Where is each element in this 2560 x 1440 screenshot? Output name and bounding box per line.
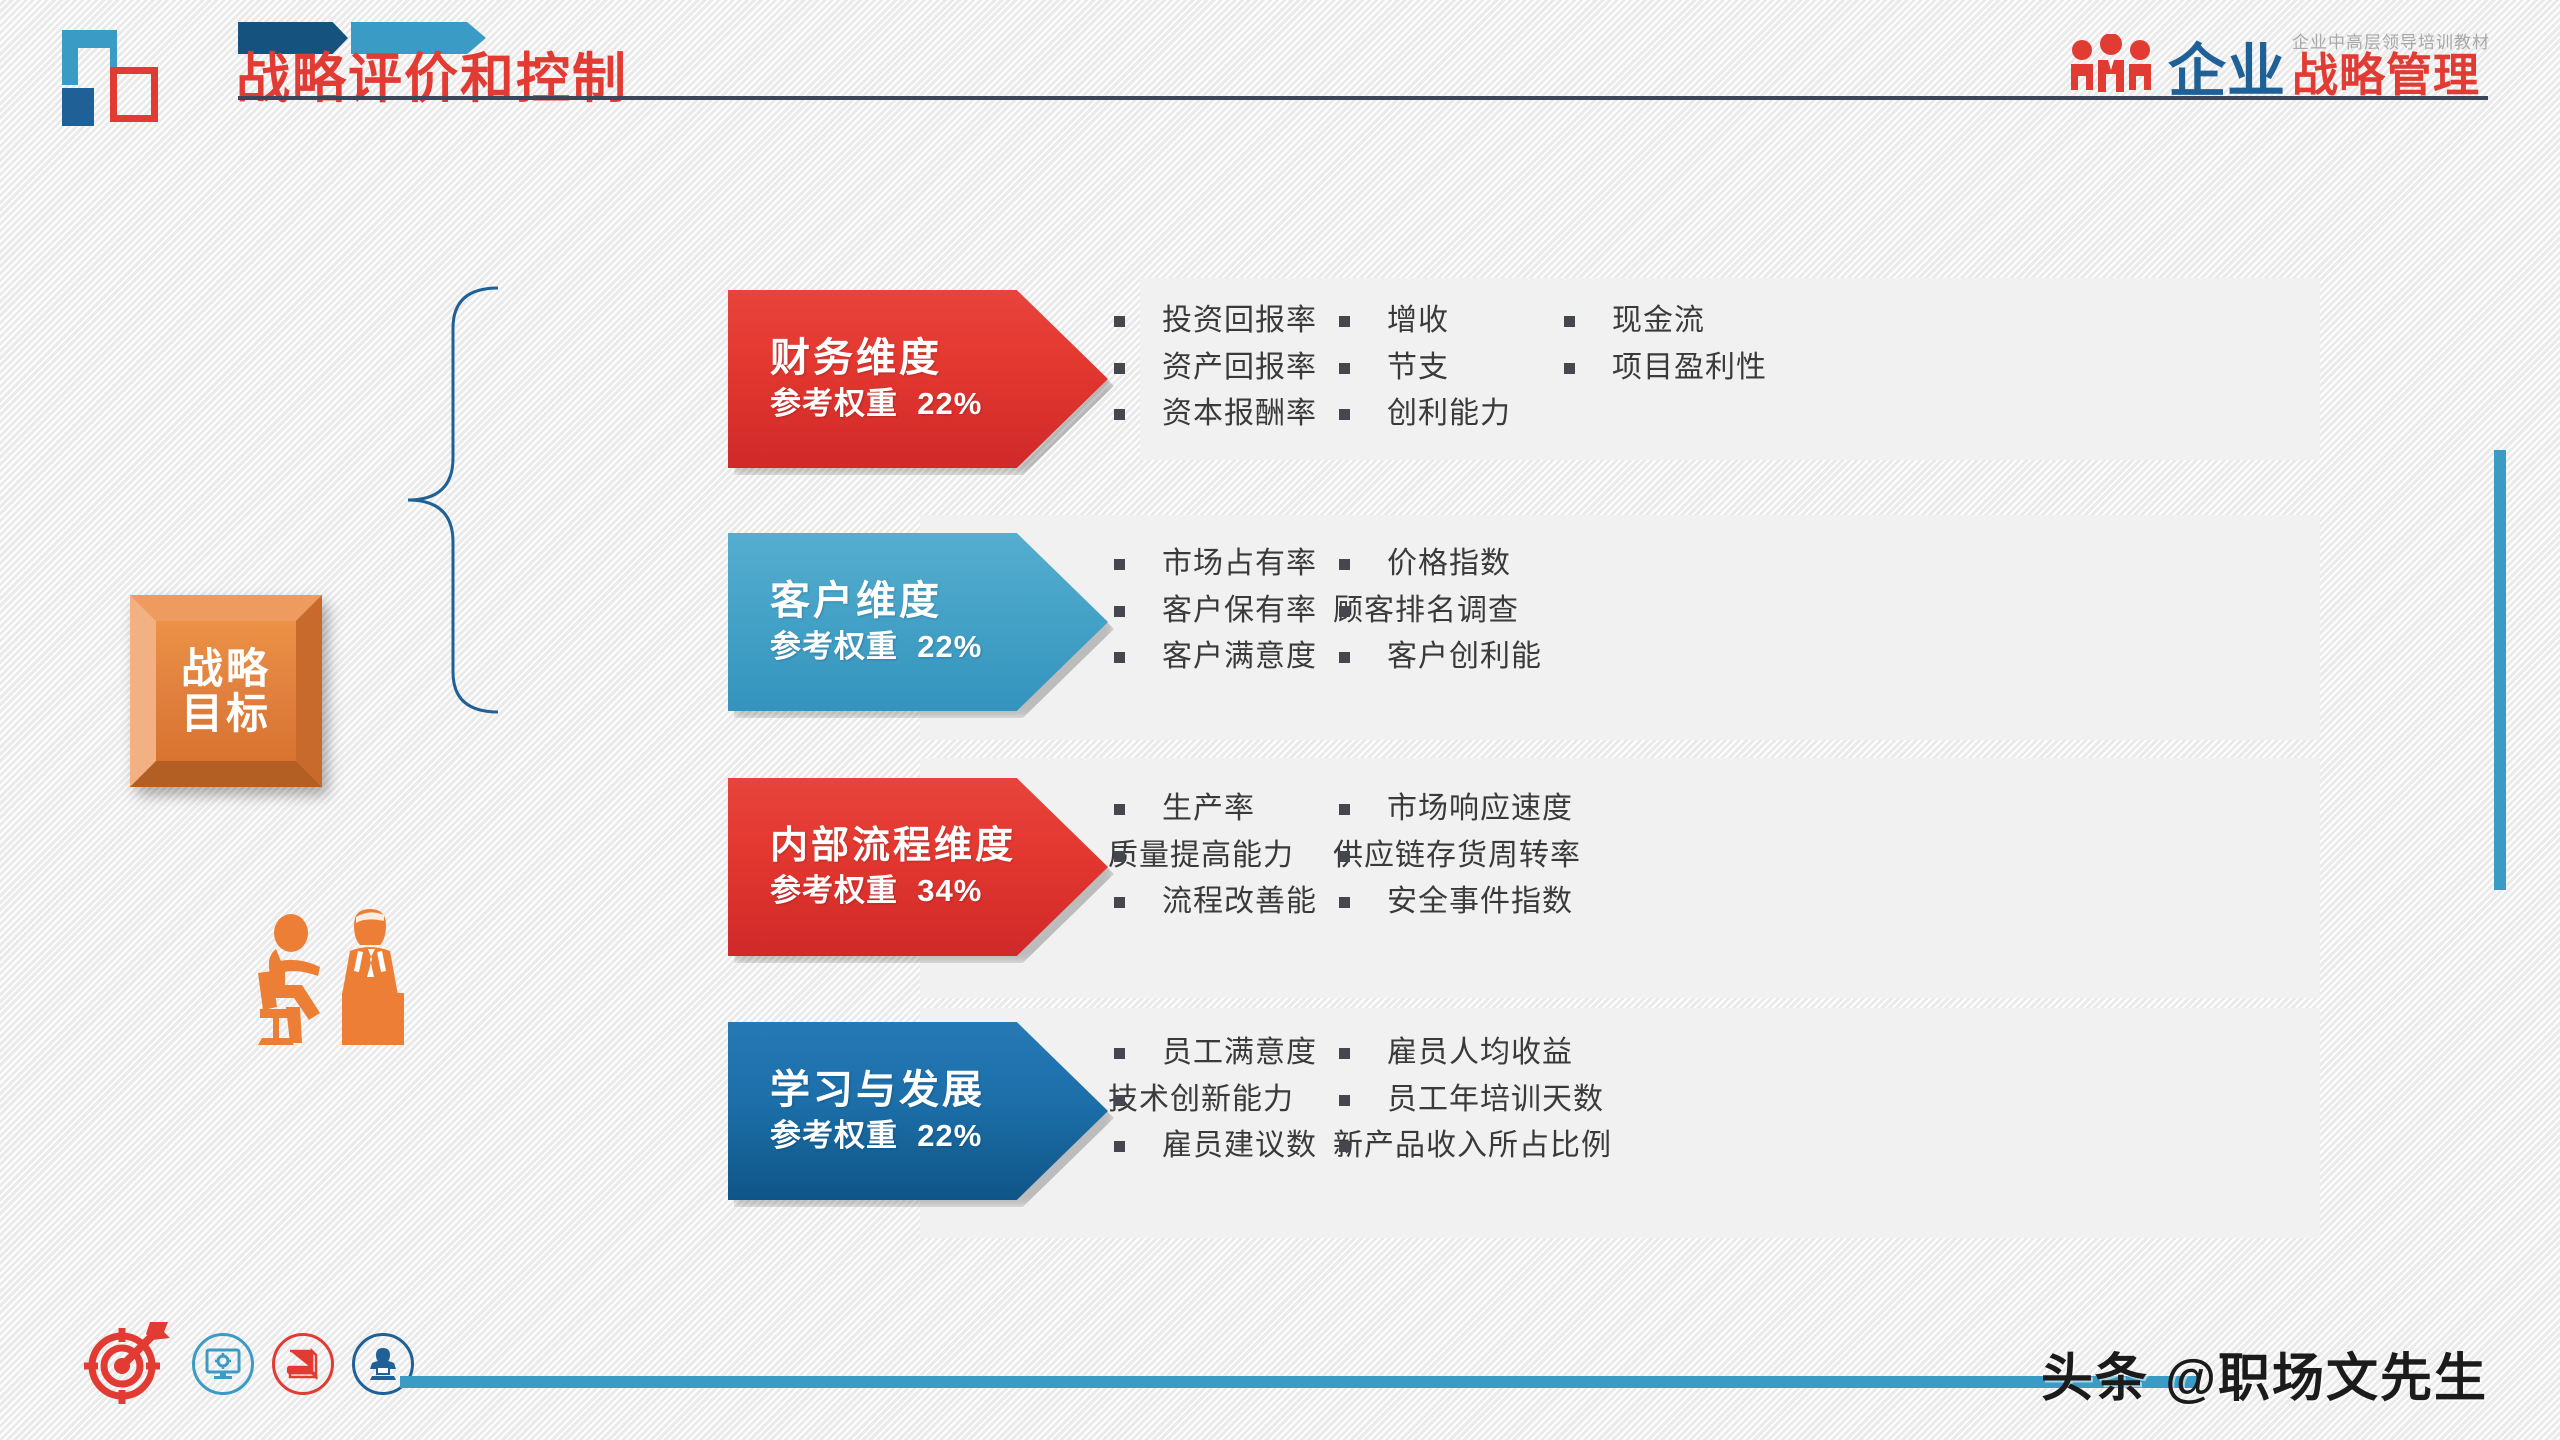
brand-primary-text: 企业 bbox=[2167, 38, 2286, 104]
list-item: 客户保有率 bbox=[1108, 590, 1333, 633]
header-square-logo-icon bbox=[62, 22, 182, 126]
weight-value: 34% bbox=[917, 872, 983, 908]
dimension-row: 内部流程维度 参考权重 34% 生产率 质量提高能力 流程改善能 市场响应速度 … bbox=[728, 778, 1593, 963]
dimension-title: 学习与发展 bbox=[770, 1068, 985, 1112]
weight-label: 参考权重 bbox=[770, 628, 898, 664]
watermark: 头条 @职场文先生 bbox=[1968, 1328, 2488, 1418]
weight-value: 22% bbox=[917, 628, 983, 664]
monitor-gear-icon[interactable] bbox=[192, 1333, 254, 1395]
list-item: 节支 bbox=[1333, 347, 1558, 390]
dimension-title: 财务维度 bbox=[770, 336, 942, 380]
dimension-title: 内部流程维度 bbox=[770, 825, 1017, 868]
dimension-banner[interactable]: 财务维度 参考权重 22% bbox=[728, 290, 1108, 468]
list-item: 供应链存货周转率 bbox=[1333, 835, 1593, 878]
list-item: 安全事件指数 bbox=[1333, 881, 1593, 924]
weight-label: 参考权重 bbox=[770, 872, 898, 908]
target-arrow-icon[interactable] bbox=[78, 1316, 174, 1412]
dimension-weight: 参考权重 22% bbox=[770, 1117, 982, 1154]
weight-label: 参考权重 bbox=[770, 1117, 898, 1153]
list-item: 雇员建议数 bbox=[1108, 1125, 1333, 1168]
list-item: 市场响应速度 bbox=[1333, 788, 1593, 831]
list-item: 资产回报率 bbox=[1108, 347, 1333, 390]
strategic-goal-box: 战略 目标 bbox=[130, 595, 322, 787]
dimension-title: 客户维度 bbox=[770, 579, 942, 623]
list-item: 流程改善能 bbox=[1108, 881, 1333, 924]
goal-line-2: 目标 bbox=[180, 690, 271, 737]
list-item: 生产率 bbox=[1108, 788, 1333, 831]
list-item: 客户满意度 bbox=[1108, 636, 1333, 679]
weight-label: 参考权重 bbox=[770, 385, 898, 421]
dimension-row: 财务维度 参考权重 22% 投资回报率 资产回报率 资本报酬率 增收 节支 创利… bbox=[728, 290, 1818, 475]
list-item: 顾客排名调查 bbox=[1333, 590, 1563, 633]
meeting-illustration-icon bbox=[250, 905, 420, 1045]
header-divider bbox=[238, 96, 2488, 100]
list-item: 项目盈利性 bbox=[1558, 347, 1818, 390]
list-item: 技术创新能力 bbox=[1108, 1079, 1333, 1122]
kpi-columns: 投资回报率 资产回报率 资本报酬率 增收 节支 创利能力 现金流 项目盈利性 bbox=[1108, 290, 1818, 440]
page-title: 战略评价和控制 bbox=[236, 49, 628, 109]
list-item: 增收 bbox=[1333, 300, 1558, 343]
row-band-3 bbox=[920, 758, 2320, 998]
dimension-weight: 参考权重 22% bbox=[770, 385, 982, 422]
watermark-text: 头条 @职场文先生 bbox=[2040, 1349, 2488, 1408]
watermark-logo-icon bbox=[1968, 1328, 2041, 1400]
list-item: 市场占有率 bbox=[1108, 543, 1333, 586]
dimension-banner[interactable]: 客户维度 参考权重 22% bbox=[728, 533, 1108, 711]
list-item: 质量提高能力 bbox=[1108, 835, 1333, 878]
dimension-row: 学习与发展 参考权重 22% 员工满意度 技术创新能力 雇员建议数 雇员人均收益… bbox=[728, 1022, 1633, 1207]
goal-line-1: 战略 bbox=[180, 644, 271, 692]
kpi-columns: 市场占有率 客户保有率 客户满意度 价格指数 顾客排名调查 客户创利能 bbox=[1108, 533, 1563, 683]
dimension-row: 客户维度 参考权重 22% 市场占有率 客户保有率 客户满意度 价格指数 顾客排… bbox=[728, 533, 1563, 718]
three-people-icon bbox=[2068, 33, 2154, 96]
brand-logo: 企业 企业中高层领导培训教材 战略管理 bbox=[2068, 20, 2490, 104]
dimension-weight: 参考权重 22% bbox=[770, 628, 982, 665]
connector-brace bbox=[370, 285, 500, 715]
row-band-4 bbox=[920, 1008, 2320, 1238]
row-band-1 bbox=[1140, 278, 2320, 460]
list-item: 价格指数 bbox=[1333, 543, 1563, 586]
list-item: 雇员人均收益 bbox=[1333, 1032, 1633, 1075]
list-item: 员工满意度 bbox=[1108, 1032, 1333, 1075]
list-item: 新产品收入所占比例 bbox=[1333, 1125, 1633, 1168]
person-laptop-icon[interactable] bbox=[352, 1333, 414, 1395]
dimension-weight: 参考权重 34% bbox=[770, 872, 982, 909]
list-item: 资本报酬率 bbox=[1108, 393, 1333, 436]
book-icon[interactable] bbox=[272, 1333, 334, 1395]
weight-value: 22% bbox=[917, 385, 983, 421]
footer-icon-group bbox=[78, 1316, 414, 1412]
dimension-banner[interactable]: 学习与发展 参考权重 22% bbox=[728, 1022, 1108, 1200]
header-arrow-accent-icon bbox=[238, 22, 488, 54]
right-accent-bar bbox=[2494, 450, 2506, 890]
brand-secondary-text: 战略管理 bbox=[2292, 49, 2480, 102]
list-item: 创利能力 bbox=[1333, 393, 1558, 436]
kpi-columns: 生产率 质量提高能力 流程改善能 市场响应速度 供应链存货周转率 安全事件指数 bbox=[1108, 778, 1593, 928]
list-item: 客户创利能 bbox=[1333, 636, 1563, 679]
row-band-2 bbox=[920, 515, 2320, 740]
brand-tagline: 企业中高层领导培训教材 bbox=[2292, 33, 2490, 53]
kpi-columns: 员工满意度 技术创新能力 雇员建议数 雇员人均收益 员工年培训天数 新产品收入所… bbox=[1108, 1022, 1633, 1172]
dimension-banner[interactable]: 内部流程维度 参考权重 34% bbox=[728, 778, 1108, 956]
footer-divider bbox=[400, 1376, 2200, 1388]
list-item: 现金流 bbox=[1558, 300, 1818, 343]
list-item: 投资回报率 bbox=[1108, 300, 1333, 343]
weight-value: 22% bbox=[917, 1117, 983, 1153]
list-item: 员工年培训天数 bbox=[1333, 1079, 1633, 1122]
